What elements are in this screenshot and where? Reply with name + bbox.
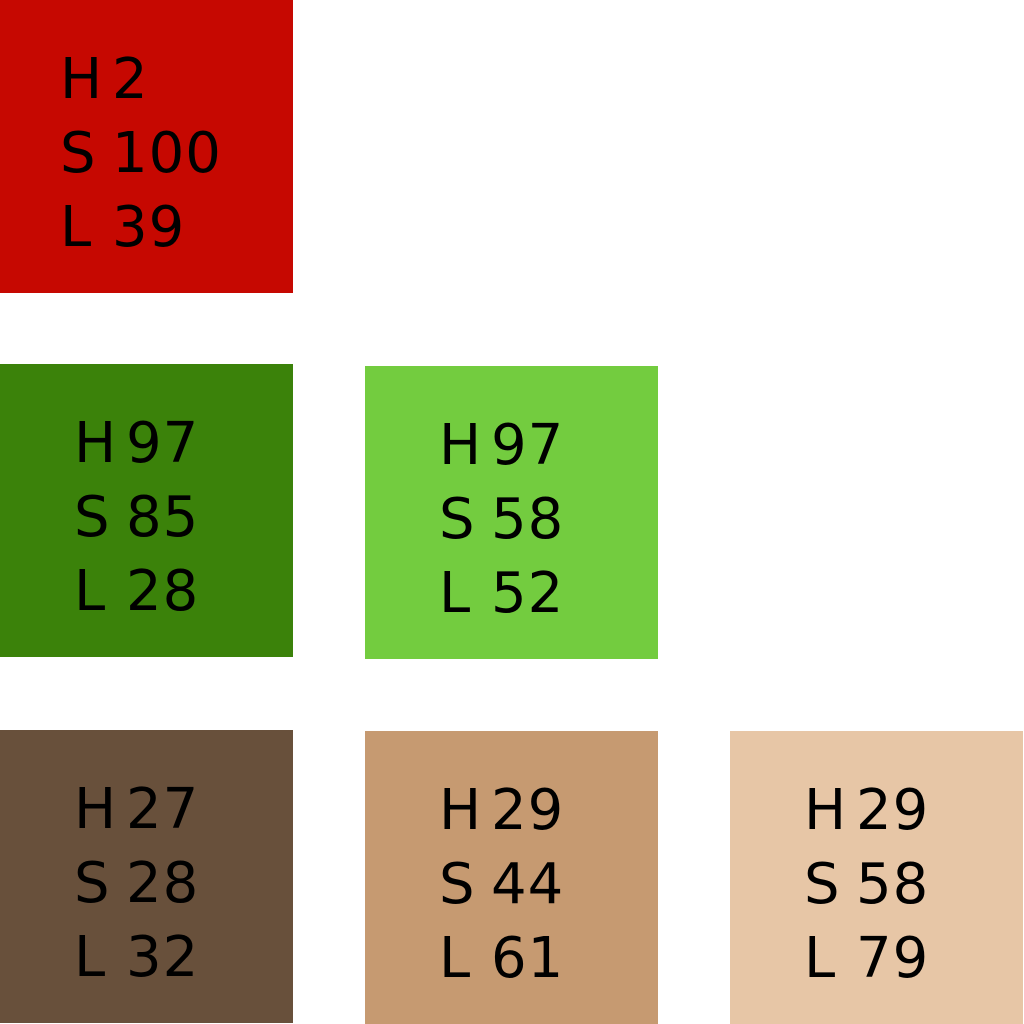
saturation-value: 58 [491, 487, 565, 552]
saturation-label: S [74, 485, 111, 550]
lightness-label: L [74, 925, 107, 990]
lightness-value: 32 [126, 925, 200, 990]
saturation-value: 100 [112, 121, 222, 186]
lightness-line: L 61 [439, 922, 564, 996]
hue-label: H [439, 413, 483, 478]
hue-value: 29 [856, 778, 930, 843]
lightness-value: 52 [491, 561, 565, 626]
hue-value: 97 [126, 411, 200, 476]
hue-label: H [74, 411, 118, 476]
saturation-value: 85 [126, 485, 200, 550]
saturation-label: S [439, 852, 476, 917]
saturation-value: 28 [126, 851, 200, 916]
hue-value: 97 [491, 413, 565, 478]
hue-value: 27 [126, 777, 200, 842]
lightness-label: L [804, 926, 837, 991]
saturation-label: S [439, 487, 476, 552]
lightness-line: L 32 [74, 921, 199, 995]
lightness-label: L [439, 561, 472, 626]
lightness-line: L 28 [74, 555, 199, 629]
saturation-label: S [74, 851, 111, 916]
hue-label: H [74, 777, 118, 842]
saturation-value: 58 [856, 852, 930, 917]
saturation-value: 44 [491, 852, 565, 917]
hue-label: H [439, 778, 483, 843]
lightness-line: L 39 [60, 191, 222, 265]
hue-label: H [60, 47, 104, 112]
hue-value: 29 [491, 778, 565, 843]
lightness-value: 61 [491, 926, 565, 991]
saturation-label: S [60, 121, 97, 186]
hue-value: 2 [112, 47, 149, 112]
saturation-label: S [804, 852, 841, 917]
lightness-line: L 79 [804, 922, 929, 996]
lightness-label: L [74, 559, 107, 624]
lightness-value: 39 [112, 195, 186, 260]
lightness-value: 79 [856, 926, 930, 991]
lightness-label: L [60, 195, 93, 260]
lightness-line: L 52 [439, 557, 564, 631]
lightness-label: L [439, 926, 472, 991]
hue-label: H [804, 778, 848, 843]
lightness-value: 28 [126, 559, 200, 624]
